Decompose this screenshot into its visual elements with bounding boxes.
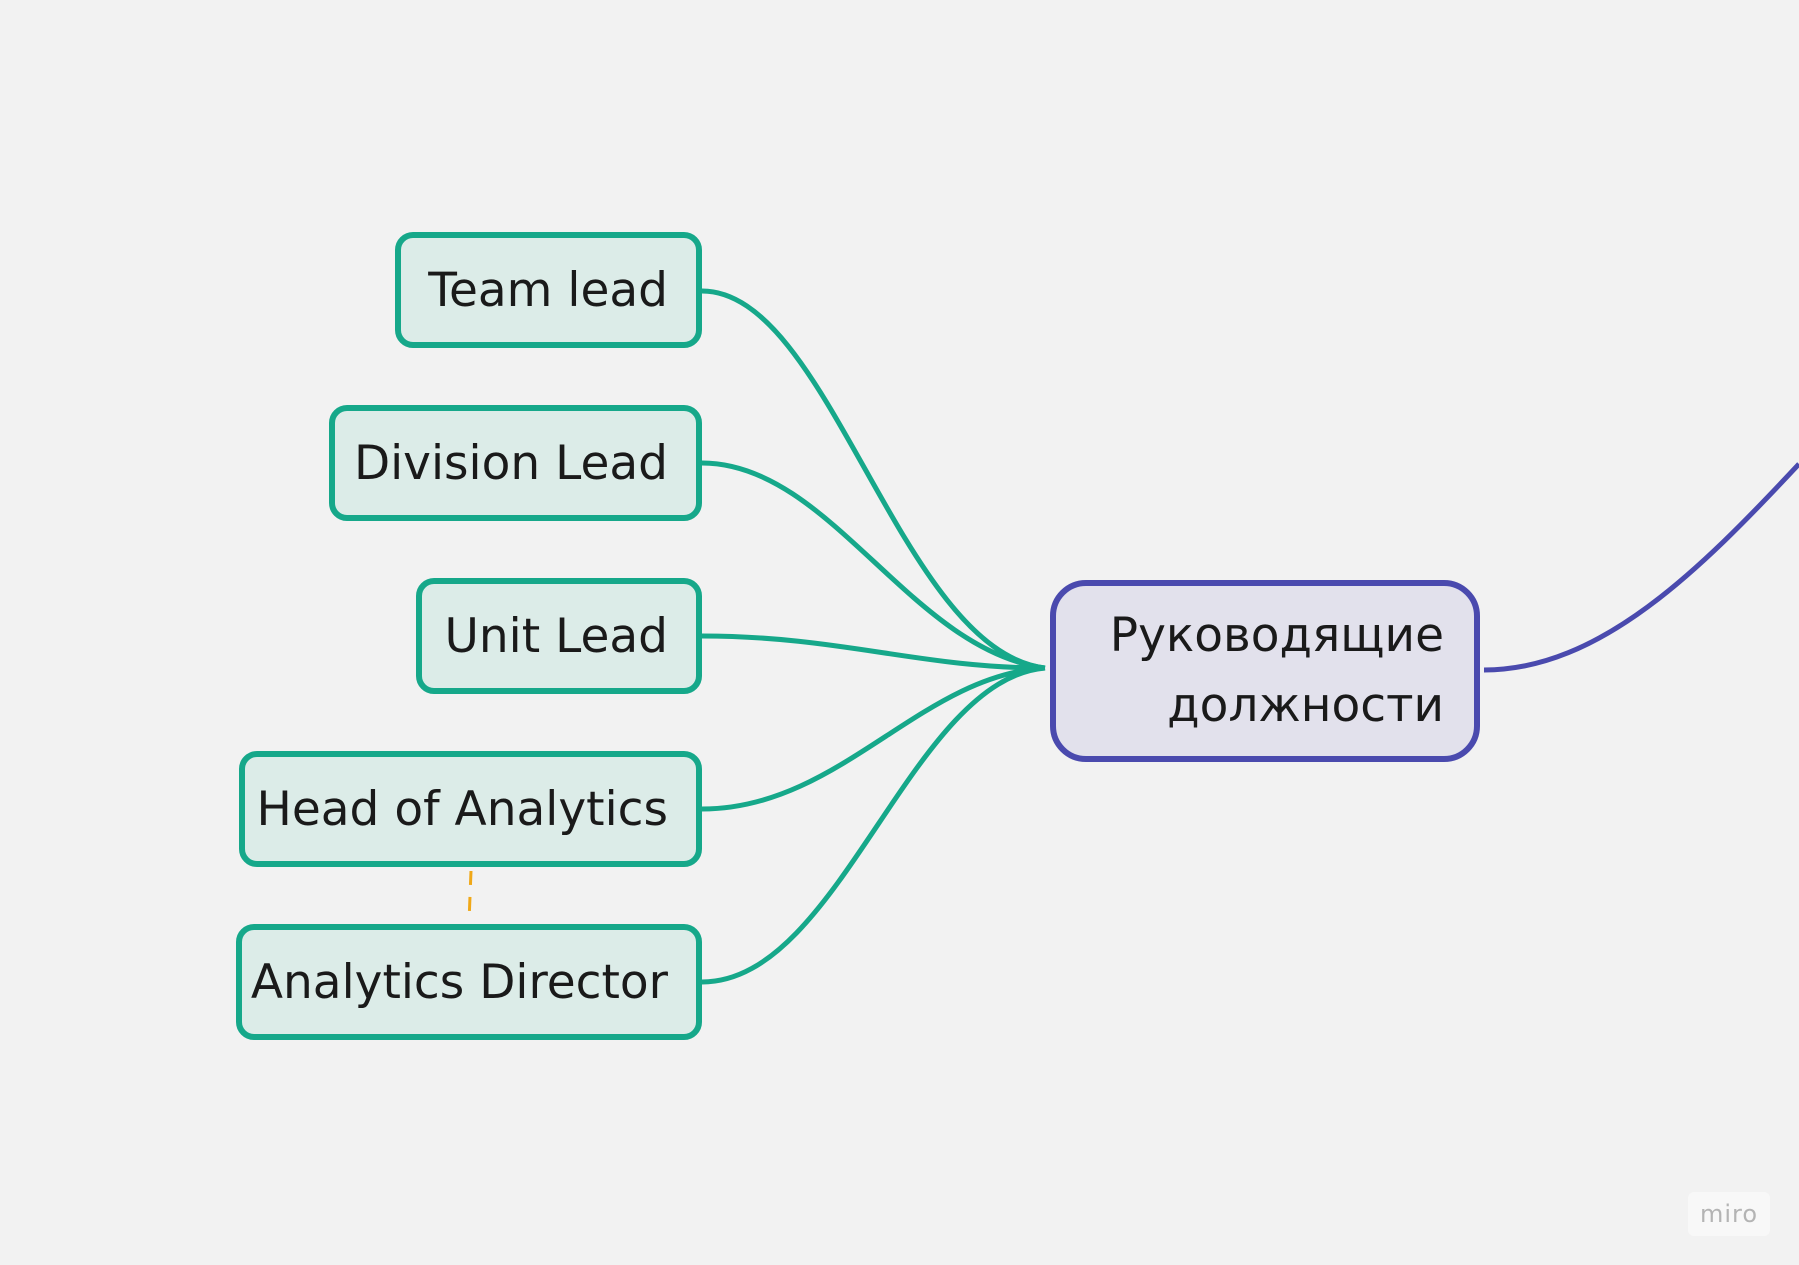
role-node-unit-lead[interactable]: Unit Lead [416,578,702,694]
role-node-analytics-director[interactable]: Analytics Director [236,924,702,1040]
connector-head-of-analytics [701,665,1046,812]
connector-team-lead [701,288,1046,671]
role-node-division-lead[interactable]: Division Lead [329,405,702,521]
connector-analytics-director [701,665,1046,985]
connector-division-lead [701,460,1046,671]
role-node-head-of-analytics[interactable]: Head of Analytics [239,751,702,867]
role-label: Team lead [428,262,668,318]
connector-parent [1483,462,1799,673]
role-label: Division Lead [353,435,668,491]
role-node-team-lead[interactable]: Team lead [395,232,702,348]
role-label: Head of Analytics [256,781,668,837]
center-label-line-2: должности [1167,678,1444,733]
role-label: Analytics Director [250,954,668,1010]
connector-unit-lead [701,633,1046,671]
dashed-link [467,870,473,923]
center-label-line-1: Руководящие [1109,608,1444,663]
watermark-text: miro [1699,1200,1759,1228]
role-label: Unit Lead [444,608,668,664]
miro-watermark: miro [1688,1192,1770,1236]
center-node-management-positions[interactable]: Руководящие должности [1050,580,1480,762]
